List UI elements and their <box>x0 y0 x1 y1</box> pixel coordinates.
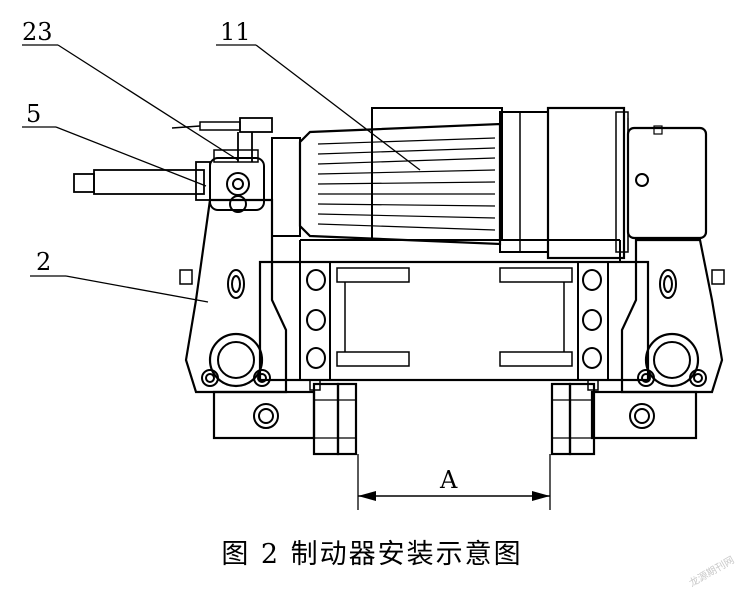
sensor-assembly <box>171 117 273 163</box>
callout-label-23: 23 <box>22 18 53 46</box>
figure-caption: 图 2 制动器安装示意图 <box>221 539 523 570</box>
callout-label-5: 5 <box>26 100 41 128</box>
left-brake-shoe <box>309 379 358 456</box>
push-rod <box>73 157 265 213</box>
left-brake-arm <box>179 198 316 440</box>
motor-assembly <box>271 106 708 260</box>
dimension-a-label: A <box>439 466 458 494</box>
callout-label-2: 2 <box>36 248 51 276</box>
leader-line-5 <box>55 126 207 187</box>
right-brake-arm <box>590 238 725 440</box>
leader-line-23 <box>57 44 239 161</box>
frame <box>258 239 650 382</box>
leader-line-11 <box>255 44 421 171</box>
callout-label-11: 11 <box>220 18 251 46</box>
leader-line-2 <box>65 275 209 303</box>
right-brake-shoe <box>550 379 599 456</box>
dimension-a: A <box>357 454 551 510</box>
callouts: 23 11 5 2 <box>22 18 421 303</box>
